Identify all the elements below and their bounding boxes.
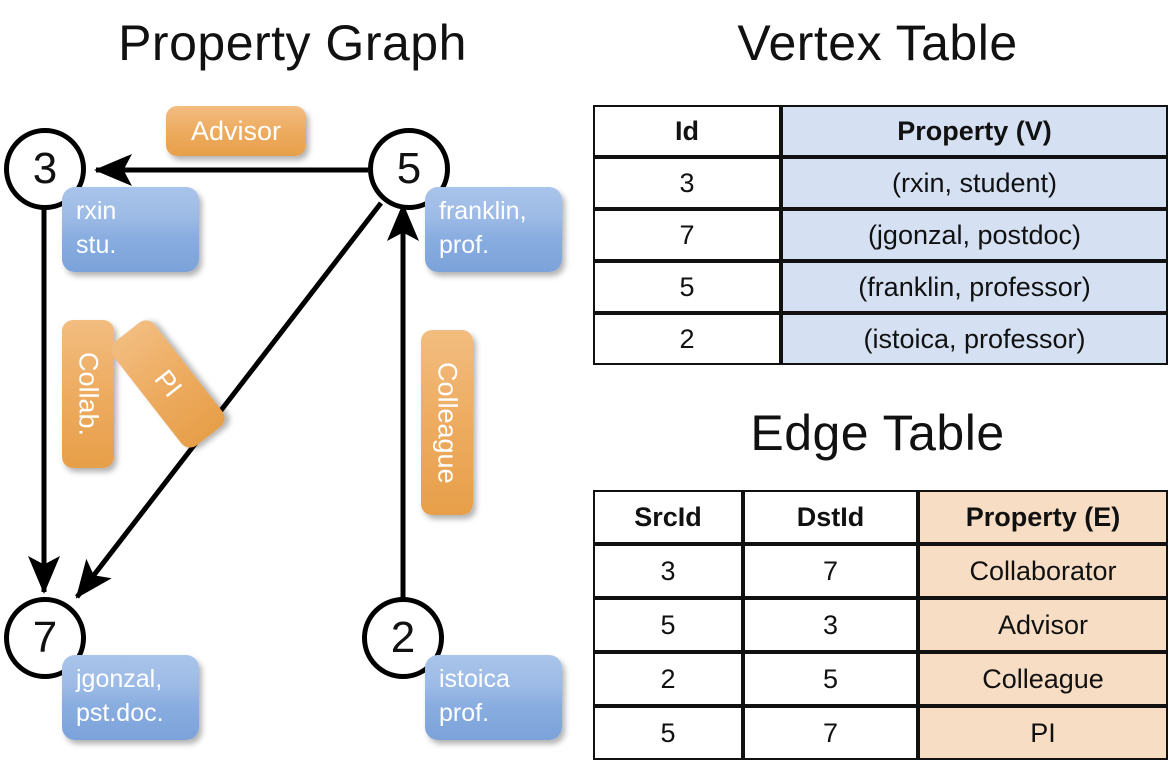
vertex-row-2-id: 5 bbox=[593, 261, 781, 313]
section-title-vertex-table: Vertex Table bbox=[737, 15, 1018, 71]
vertex-row-0-id: 3 bbox=[593, 157, 781, 209]
edge-row-0-property: Collaborator bbox=[918, 544, 1168, 598]
vertex-row-3-property: (istoica, professor) bbox=[781, 313, 1168, 365]
vertex-table: Id Property (V) 3 (rxin, student) 7 (jgo… bbox=[593, 105, 1168, 365]
node-property-jgonzal-line2: pst.doc. bbox=[76, 698, 164, 727]
vertex-table-header-id: Id bbox=[593, 105, 781, 157]
table-row: 5 (franklin, professor) bbox=[593, 261, 1168, 313]
edge-row-2-dst: 5 bbox=[743, 652, 918, 706]
vertex-row-3-id: 2 bbox=[593, 313, 781, 365]
edge-row-0-src: 3 bbox=[593, 544, 743, 598]
edge-label-collab: Collab. bbox=[62, 320, 114, 468]
edge-label-collab-text: Collab. bbox=[73, 351, 104, 437]
table-row: 5 7 PI bbox=[593, 706, 1168, 760]
graph-node-5-label: 5 bbox=[396, 144, 422, 193]
node-property-franklin-line2: prof. bbox=[439, 230, 490, 259]
node-property-box-franklin: franklin, prof. bbox=[425, 187, 562, 272]
property-graph-diagram: 3 5 7 2 rxin stu. franklin, prof. jgonza… bbox=[4, 106, 562, 740]
table-row: 7 (jgonzal, postdoc) bbox=[593, 209, 1168, 261]
edge-table-header-dstid: DstId bbox=[743, 490, 918, 544]
graph-node-2[interactable]: 2 bbox=[362, 597, 444, 679]
table-row: 2 5 Colleague bbox=[593, 652, 1168, 706]
node-property-istoica-line1: istoica bbox=[439, 665, 510, 693]
node-property-rxin-line1: rxin bbox=[76, 197, 117, 225]
graph-node-5[interactable]: 5 bbox=[368, 128, 450, 210]
node-property-box-jgonzal: jgonzal, pst.doc. bbox=[62, 655, 199, 740]
edge-5-to-7-pi bbox=[75, 201, 383, 599]
node-property-franklin-line1: franklin, bbox=[439, 197, 527, 225]
page-title-property-graph: Property Graph bbox=[118, 15, 467, 71]
vertex-row-2-property: (franklin, professor) bbox=[781, 261, 1168, 313]
vertex-table-header-row: Id Property (V) bbox=[593, 105, 1168, 157]
node-property-istoica-line2: prof. bbox=[439, 698, 490, 727]
table-row: 5 3 Advisor bbox=[593, 598, 1168, 652]
edge-row-2-src: 2 bbox=[593, 652, 743, 706]
edge-row-1-src: 5 bbox=[593, 598, 743, 652]
graph-node-3-label: 3 bbox=[32, 144, 58, 193]
edge-label-colleague: Colleague bbox=[421, 330, 473, 515]
section-title-edge-table: Edge Table bbox=[750, 405, 1005, 461]
graph-edges-layer bbox=[28, 154, 419, 600]
edge-row-3-src: 5 bbox=[593, 706, 743, 760]
node-property-box-istoica: istoica prof. bbox=[425, 655, 562, 740]
node-property-rxin-line2: stu. bbox=[76, 230, 117, 259]
edge-label-colleague-text: Colleague bbox=[432, 361, 463, 484]
graph-node-2-label: 2 bbox=[390, 613, 416, 662]
edge-table-header-property: Property (E) bbox=[918, 490, 1168, 544]
edge-table-header-row: SrcId DstId Property (E) bbox=[593, 490, 1168, 544]
node-property-jgonzal-line1: jgonzal, bbox=[76, 665, 163, 693]
edge-row-3-dst: 7 bbox=[743, 706, 918, 760]
graph-node-7-label: 7 bbox=[32, 613, 58, 662]
vertex-row-1-id: 7 bbox=[593, 209, 781, 261]
vertex-row-0-property: (rxin, student) bbox=[781, 157, 1168, 209]
table-row: 2 (istoica, professor) bbox=[593, 313, 1168, 365]
edge-label-advisor-text: Advisor bbox=[190, 115, 282, 146]
edge-label-advisor: Advisor bbox=[166, 106, 306, 156]
vertex-table-header-property: Property (V) bbox=[781, 105, 1168, 157]
edge-row-2-property: Colleague bbox=[918, 652, 1168, 706]
edge-table-header-srcid: SrcId bbox=[593, 490, 743, 544]
edge-row-1-dst: 3 bbox=[743, 598, 918, 652]
edge-row-1-property: Advisor bbox=[918, 598, 1168, 652]
edge-label-pi-text: PI bbox=[148, 364, 189, 403]
edge-row-3-property: PI bbox=[918, 706, 1168, 760]
edge-table: SrcId DstId Property (E) 3 7 Collaborato… bbox=[593, 490, 1168, 760]
table-row: 3 7 Collaborator bbox=[593, 544, 1168, 598]
vertex-row-1-property: (jgonzal, postdoc) bbox=[781, 209, 1168, 261]
edge-row-0-dst: 7 bbox=[743, 544, 918, 598]
table-row: 3 (rxin, student) bbox=[593, 157, 1168, 209]
node-property-box-rxin: rxin stu. bbox=[62, 187, 199, 272]
